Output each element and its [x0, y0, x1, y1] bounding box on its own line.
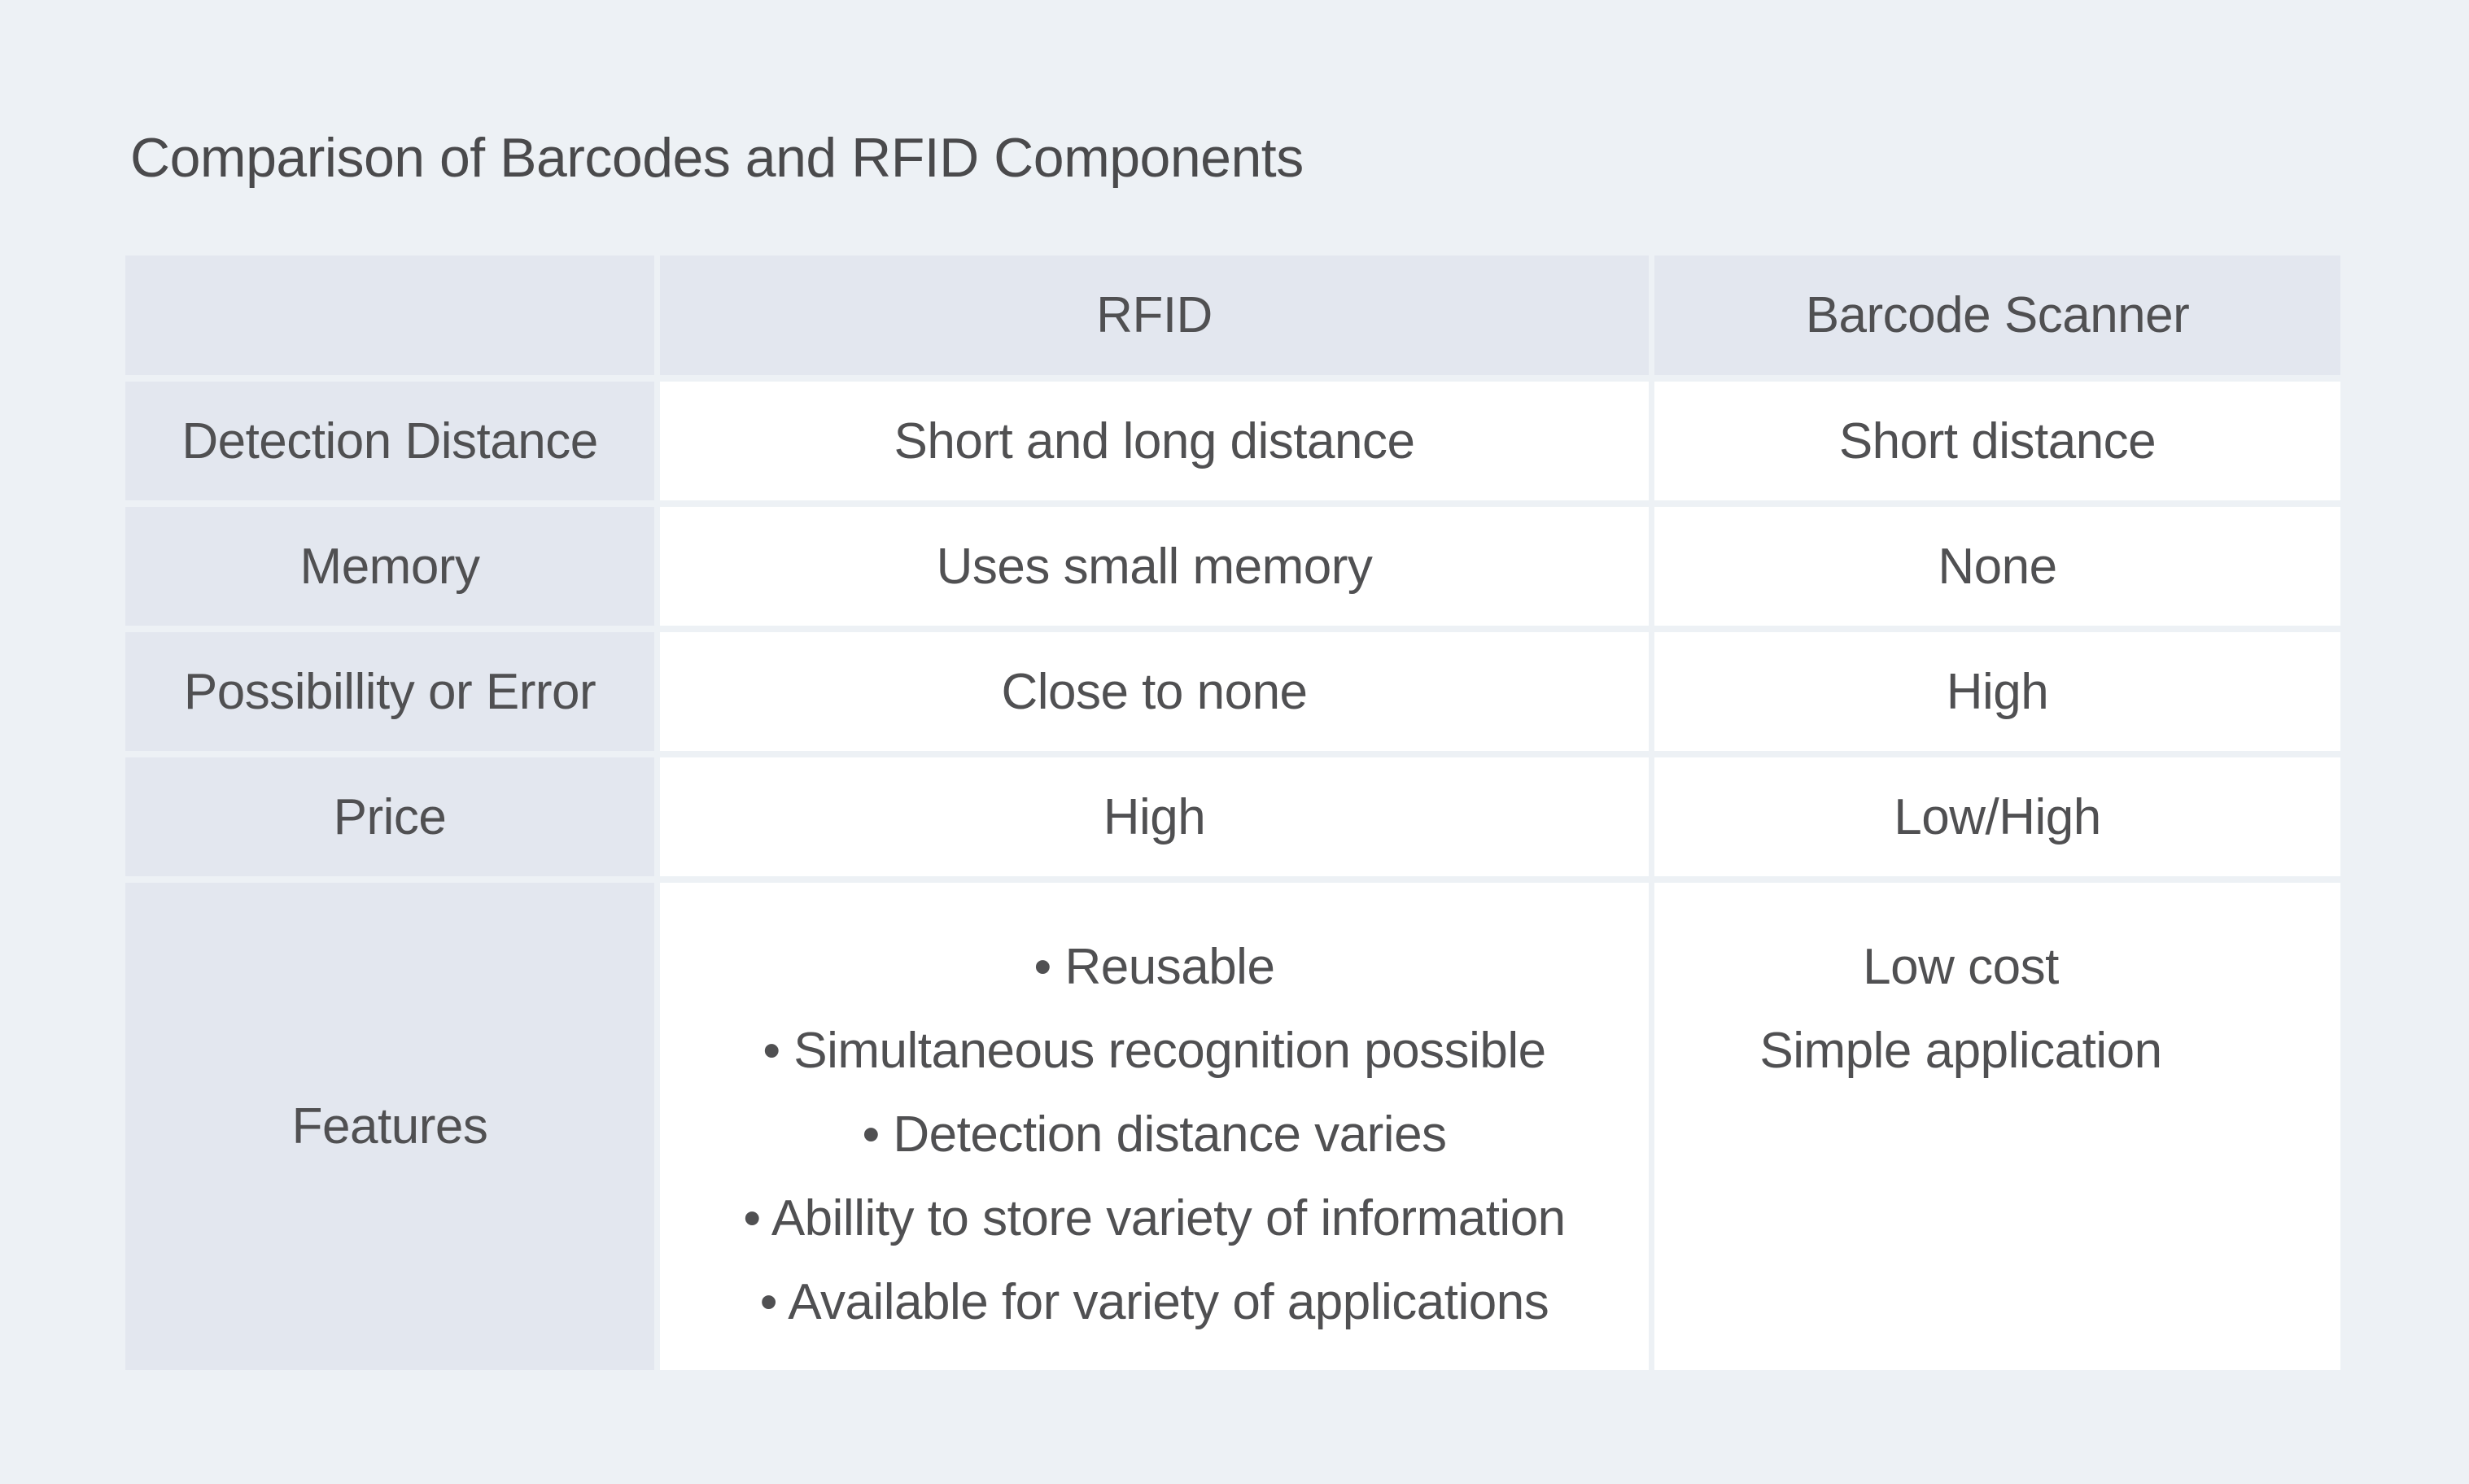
rfid-feature-item: • Detection distance varies: [862, 1106, 1447, 1163]
header-cell-rfid: RFID: [660, 255, 1649, 375]
cell-barcode-price: Low/High: [1654, 757, 2340, 876]
row-label-detection-distance: Detection Distance: [125, 382, 654, 500]
header-cell-barcode-scanner: Barcode Scanner: [1654, 255, 2340, 375]
cell-barcode-detection-distance: Short distance: [1654, 382, 2340, 500]
rfid-feature-item: • Available for variety of applications: [759, 1274, 1549, 1330]
barcode-feature-item: Simple application: [1759, 1023, 2162, 1079]
row-label-memory: Memory: [125, 507, 654, 626]
cell-rfid-price: High: [660, 757, 1649, 876]
row-label-possibility-of-error: Possibillity or Error: [125, 632, 654, 751]
cell-rfid-memory: Uses small memory: [660, 507, 1649, 626]
row-label-features: Features: [125, 883, 654, 1370]
header-cell-empty: [125, 255, 654, 375]
page-title: Comparison of Barcodes and RFID Componen…: [130, 127, 1304, 189]
rfid-feature-item: • Abillity to store variety of informati…: [743, 1190, 1566, 1246]
rfid-feature-item: • Simultaneous recognition possible: [763, 1023, 1546, 1079]
cell-rfid-detection-distance: Short and long distance: [660, 382, 1649, 500]
cell-barcode-features: Low cost Simple application: [1654, 883, 2340, 1370]
cell-rfid-features: • Reusable • Simultaneous recognition po…: [660, 883, 1649, 1370]
rfid-feature-item: • Reusable: [1033, 939, 1275, 995]
row-label-price: Price: [125, 757, 654, 876]
comparison-table: RFID Barcode Scanner Detection Distance …: [125, 255, 2340, 1370]
cell-rfid-possibility-of-error: Close to none: [660, 632, 1649, 751]
cell-barcode-possibility-of-error: High: [1654, 632, 2340, 751]
barcode-feature-item: Low cost: [1863, 939, 2059, 995]
cell-barcode-memory: None: [1654, 507, 2340, 626]
